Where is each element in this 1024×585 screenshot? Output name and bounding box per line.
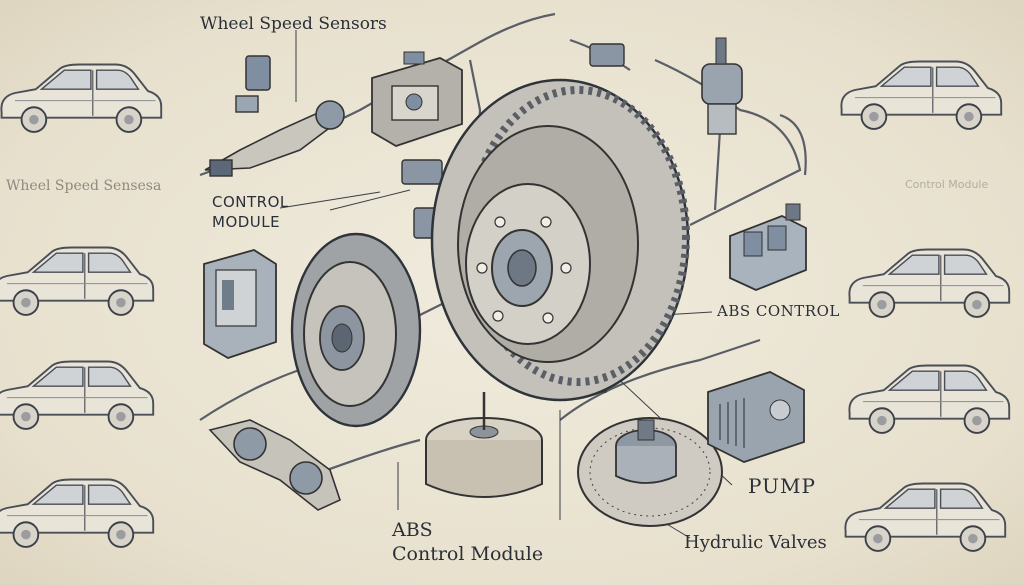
pump-icon [425,392,543,498]
label-control-module-faded: Control Module [905,178,989,191]
sensor-icon [701,37,743,135]
label-abs-control-module: ABS Control Module [392,518,543,566]
control-module-icon [203,249,277,359]
control-module-icon [371,51,463,147]
pump-icon [707,371,805,463]
car-icon [848,248,1011,318]
label-wheel-speed-sensors-faded: Wheel Speed Sensesa [6,178,162,194]
label-hydraulic-valves: Hydrulic Valves [684,532,827,553]
car-icon [840,60,1003,130]
sensor-icon [204,55,345,177]
label-wheel-speed-sensors: Wheel Speed Sensors [200,14,387,34]
car-icon [848,364,1011,434]
sensor-icon [208,419,341,511]
label-control-line1: CONTROL [212,193,289,211]
car-icon [0,360,155,430]
label-control-line2: MODULE [212,213,281,231]
brake-rotor-icon [430,78,690,402]
label-abs-control: ABS CONTROL [717,302,840,320]
label-abs-line2: Control Module [392,543,544,565]
car-icon [0,63,163,133]
label-abs-line1: ABS [392,519,433,541]
car-icon [0,246,155,316]
brake-rotor-icon [577,417,723,527]
label-control-module: CONTROL MODULE [212,192,289,232]
control-module-icon [729,203,807,291]
car-icon [844,482,1007,552]
label-pump: PUMP [748,474,816,498]
car-icon [0,478,155,548]
brake-caliper-icon [290,232,422,428]
